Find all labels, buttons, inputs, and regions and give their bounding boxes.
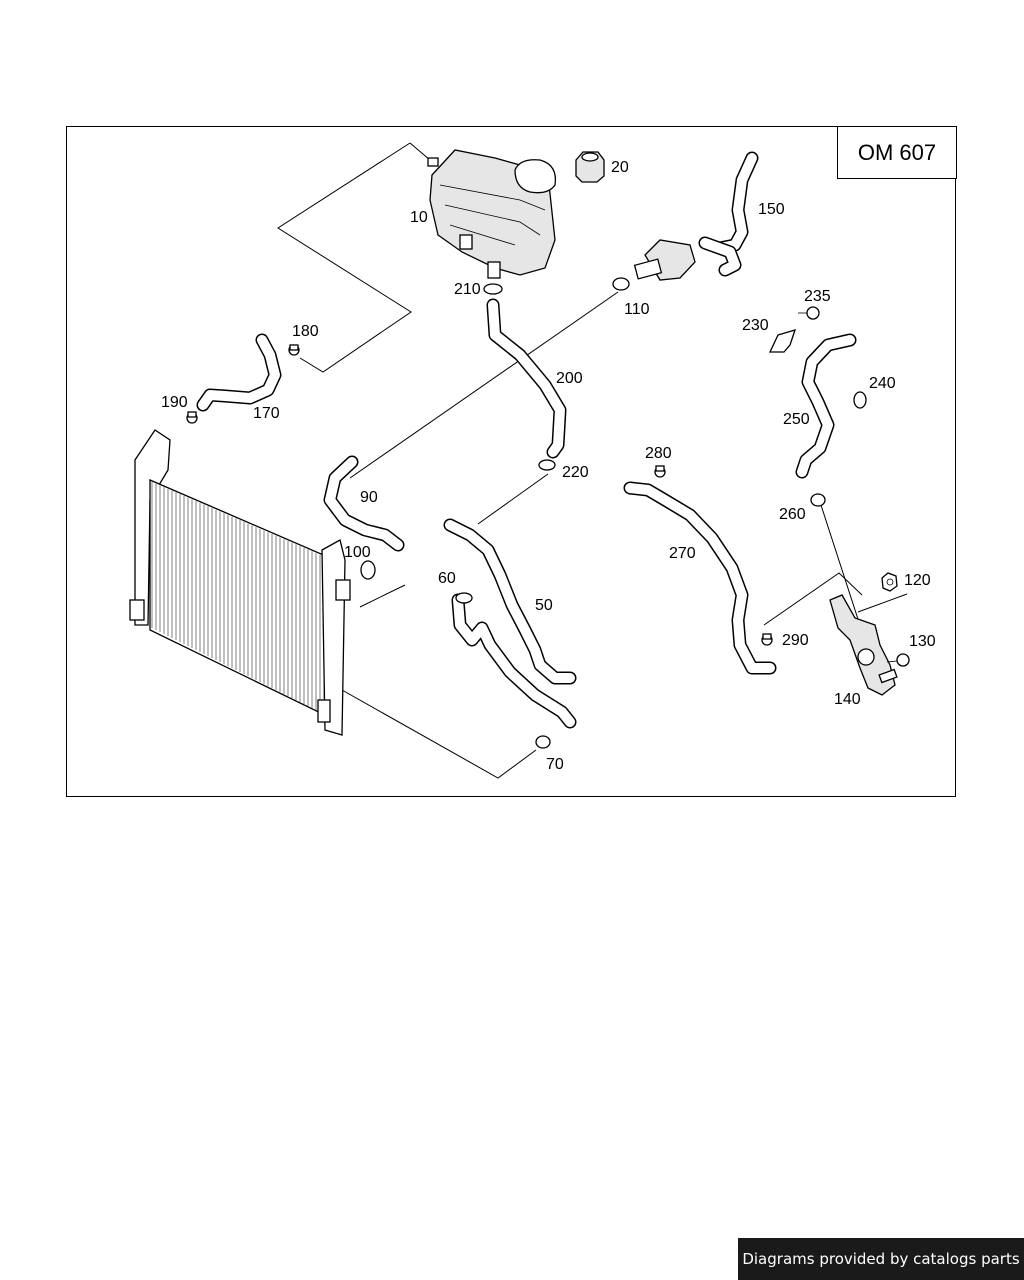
callout-235: 235	[804, 288, 831, 305]
callout-20: 20	[611, 159, 629, 176]
callout-180: 180	[292, 323, 319, 340]
callout-210: 210	[454, 281, 481, 298]
callout-270: 270	[669, 545, 696, 562]
clamp-110[interactable]	[612, 277, 630, 291]
hose-170[interactable]	[196, 333, 282, 412]
clamp-180[interactable]	[288, 344, 300, 356]
callout-200: 200	[556, 370, 583, 387]
callout-10: 10	[410, 209, 428, 226]
footer-credit: Diagrams provided by catalogs parts	[738, 1238, 1024, 1280]
valve-140[interactable]	[829, 594, 898, 696]
hose-50[interactable]	[443, 518, 577, 685]
callout-60: 60	[438, 570, 456, 587]
hose-200[interactable]	[486, 298, 567, 459]
clamp-210[interactable]	[483, 283, 503, 295]
callout-50: 50	[535, 597, 553, 614]
callout-110: 110	[624, 301, 650, 318]
clamp-70[interactable]	[535, 735, 551, 749]
clamp-220[interactable]	[538, 459, 556, 471]
bolt-235[interactable]	[798, 306, 820, 320]
bracket-230[interactable]	[768, 329, 797, 353]
clamp-260[interactable]	[810, 493, 826, 507]
expansion-tank[interactable]	[427, 149, 557, 279]
callout-100: 100	[344, 544, 371, 561]
clamp-240[interactable]	[853, 391, 867, 409]
nut-120[interactable]	[881, 572, 898, 592]
callout-140: 140	[834, 691, 861, 708]
bolt-130[interactable]	[886, 653, 910, 667]
hose-90[interactable]	[323, 455, 405, 552]
thermostat-housing[interactable]	[633, 239, 696, 281]
engine-label: OM 607	[837, 126, 957, 179]
clamp-280[interactable]	[654, 465, 666, 478]
callout-280: 280	[645, 445, 672, 462]
callout-130: 130	[909, 633, 936, 650]
callout-250: 250	[783, 411, 810, 428]
clamp-290[interactable]	[761, 633, 773, 646]
clamp-190[interactable]	[186, 411, 198, 424]
callout-labels: 10 20 150 110 210 180 200 170 190 235 23…	[161, 159, 936, 773]
clamp-100[interactable]	[360, 560, 376, 580]
hose-150[interactable]	[698, 151, 759, 277]
callout-150: 150	[758, 201, 785, 218]
hose-270[interactable]	[623, 481, 777, 675]
callout-190: 190	[161, 394, 188, 411]
hose-250[interactable]	[795, 333, 857, 479]
callout-70: 70	[546, 756, 564, 773]
hose-lower[interactable]	[451, 593, 577, 729]
cap[interactable]	[575, 151, 605, 183]
callout-120: 120	[904, 572, 931, 589]
callout-260: 260	[779, 506, 806, 523]
radiator[interactable]	[129, 429, 351, 736]
callout-90: 90	[360, 489, 378, 506]
leader-lines	[277, 142, 908, 779]
callout-170: 170	[253, 405, 280, 422]
callout-240: 240	[869, 375, 896, 392]
clamp-60[interactable]	[455, 592, 473, 604]
callout-230: 230	[742, 317, 769, 334]
callout-220: 220	[562, 464, 589, 481]
callout-290: 290	[782, 632, 809, 649]
